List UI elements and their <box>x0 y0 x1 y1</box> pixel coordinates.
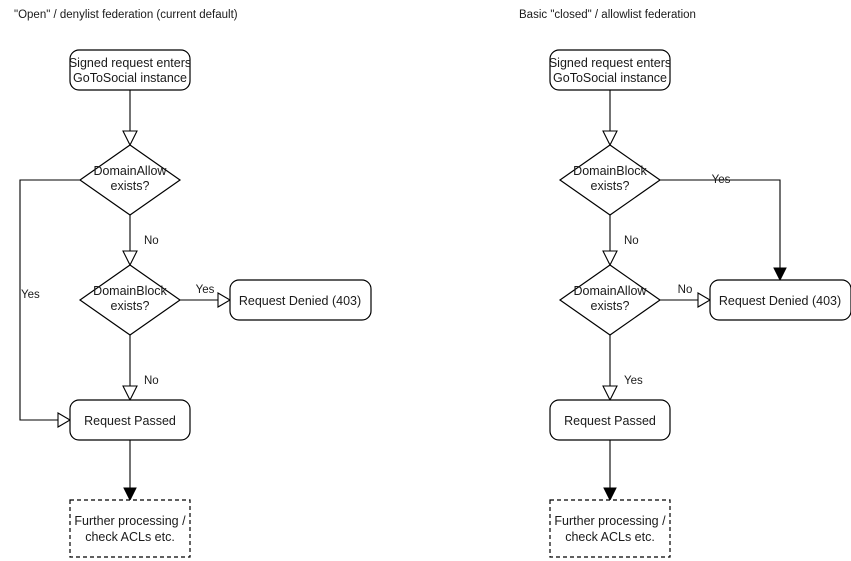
arrowhead-open-icon <box>122 385 138 402</box>
right-entry-node-label-line1: Signed request enters <box>549 56 671 70</box>
left-further-processing-label-line1: Further processing / <box>74 514 186 528</box>
right-entry-node[interactable]: Signed request enters GoToSocial instanc… <box>549 49 671 91</box>
right-further-processing-label-line1: Further processing / <box>554 514 666 528</box>
right-request-denied-shape[interactable] <box>709 279 851 321</box>
left-request-passed-label: Request Passed <box>84 414 176 428</box>
left-diagram: "Open" / denylist federation (current de… <box>14 9 372 558</box>
arrowhead-filled-icon <box>603 487 617 502</box>
left-decision-domainallow[interactable]: DomainAllow exists? <box>78 144 182 216</box>
left-request-denied-label: Request Denied (403) <box>239 294 361 308</box>
left-edge-domainblock-no: No <box>122 335 159 402</box>
left-decision-domainblock-label-line2: exists? <box>111 299 150 313</box>
arrowhead-open-icon <box>602 130 618 147</box>
right-edge-entry-to-domainblock <box>602 90 618 147</box>
left-edge-label-domainblock-no: No <box>144 375 159 387</box>
left-further-processing-label-line2: check ACLs etc. <box>85 530 175 544</box>
left-further-processing-shape[interactable] <box>69 499 191 558</box>
arrowhead-open-icon <box>217 292 232 308</box>
right-edge-domainallow-yes: Yes <box>602 335 643 402</box>
right-edge-domainblock-no: No <box>602 215 639 267</box>
right-edge-label-domainallow-no: No <box>678 284 693 296</box>
arrowhead-open-icon <box>602 250 618 267</box>
left-edge-domainallow-yes: Yes <box>19 179 80 428</box>
left-further-processing-node[interactable]: Further processing / check ACLs etc. <box>69 499 191 558</box>
left-entry-node[interactable]: Signed request enters GoToSocial instanc… <box>69 49 191 91</box>
left-decision-domainblock-label-line1: DomainBlock <box>93 284 167 298</box>
left-request-passed-node[interactable]: Request Passed <box>69 399 191 441</box>
arrowhead-filled-icon <box>773 267 787 282</box>
left-edge-passed-to-further <box>123 440 137 502</box>
arrowhead-open-icon <box>122 250 138 267</box>
arrowhead-open-icon <box>602 385 618 402</box>
right-request-passed-label: Request Passed <box>564 414 656 428</box>
right-decision-domainblock-label-line1: DomainBlock <box>573 164 647 178</box>
right-decision-domainblock-label-line2: exists? <box>591 179 630 193</box>
right-decision-domainallow[interactable]: DomainAllow exists? <box>558 264 662 336</box>
left-request-denied-shape[interactable] <box>229 279 372 321</box>
right-request-passed-node[interactable]: Request Passed <box>549 399 671 441</box>
left-entry-node-label-line1: Signed request enters <box>69 56 191 70</box>
arrowhead-open-icon <box>57 412 72 428</box>
right-decision-domainallow-label-line2: exists? <box>591 299 630 313</box>
right-request-denied-node[interactable]: Request Denied (403) <box>709 279 851 321</box>
arrowhead-open-icon <box>697 292 712 308</box>
right-decision-domainblock[interactable]: DomainBlock exists? <box>558 144 662 216</box>
right-diagram-title: Basic "closed" / allowlist federation <box>519 9 696 21</box>
left-request-denied-node[interactable]: Request Denied (403) <box>229 279 372 321</box>
right-edge-label-domainallow-yes: Yes <box>624 375 643 387</box>
left-edge-domainblock-yes: Yes <box>180 284 232 308</box>
left-edge-label-domainallow-yes: Yes <box>21 289 40 301</box>
right-edge-label-domainblock-yes: Yes <box>712 174 731 186</box>
right-request-denied-label: Request Denied (403) <box>719 294 841 308</box>
right-further-processing-label-line2: check ACLs etc. <box>565 530 655 544</box>
left-entry-node-label-line2: GoToSocial instance <box>73 71 187 85</box>
right-further-processing-node[interactable]: Further processing / check ACLs etc. <box>549 499 671 558</box>
left-edge-label-domainallow-no: No <box>144 235 159 247</box>
right-decision-domainallow-label-line1: DomainAllow <box>574 284 648 298</box>
left-edge-domainallow-no: No <box>122 215 159 267</box>
arrowhead-filled-icon <box>123 487 137 502</box>
right-diagram: Basic "closed" / allowlist federation Si… <box>519 9 851 558</box>
left-decision-domainblock[interactable]: DomainBlock exists? <box>78 264 182 336</box>
left-edge-entry-to-domainallow <box>122 90 138 147</box>
arrowhead-open-icon <box>122 130 138 147</box>
left-diagram-title: "Open" / denylist federation (current de… <box>14 9 238 21</box>
right-entry-node-label-line2: GoToSocial instance <box>553 71 667 85</box>
left-decision-domainallow-label-line1: DomainAllow <box>94 164 168 178</box>
right-edge-domainallow-no: No <box>660 284 712 308</box>
left-edge-label-domainblock-yes: Yes <box>196 284 215 296</box>
right-edge-label-domainblock-no: No <box>624 235 639 247</box>
right-edge-domainblock-yes: Yes <box>660 174 787 282</box>
right-edge-passed-to-further <box>603 440 617 502</box>
right-further-processing-shape[interactable] <box>549 499 671 558</box>
left-decision-domainallow-label-line2: exists? <box>111 179 150 193</box>
